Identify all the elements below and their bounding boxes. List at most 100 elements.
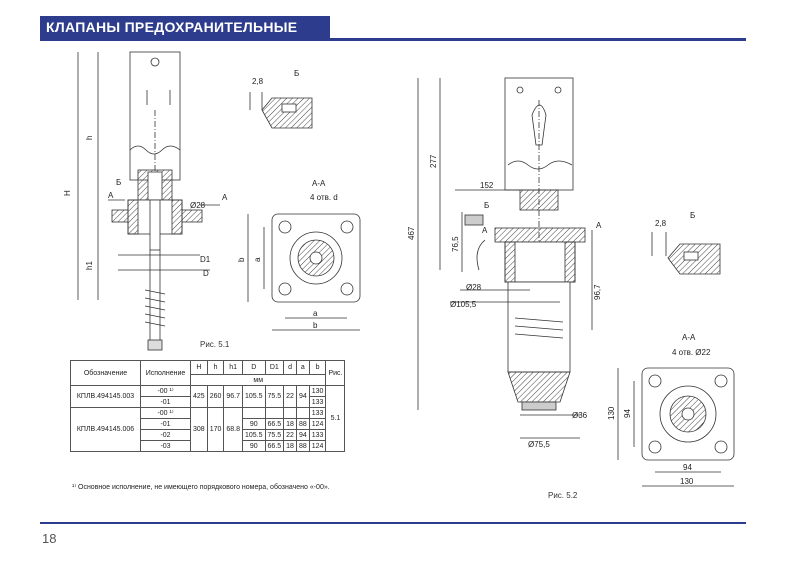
table-row: КПЛВ.494145.003 -00 ¹⁾ 425 260 96.7 105.…: [70, 385, 346, 452]
section-height-94: 94: [623, 409, 632, 418]
detail-B-callout: Б: [116, 178, 121, 187]
b-cell: 124: [308, 440, 327, 452]
page-number: 18: [42, 531, 57, 546]
section-a-vertical: a: [253, 257, 262, 262]
figure-5-1-section-aa: [247, 213, 361, 331]
D-cell: 90: [242, 440, 266, 452]
header-rule: [40, 38, 746, 41]
version-cell: -02: [140, 429, 191, 441]
col-h: h: [206, 360, 225, 375]
fig-5-1-caption: Рис. 5.1: [200, 340, 230, 349]
section-a-horizontal: a: [313, 309, 318, 318]
dim-76-5-label: 76,5: [451, 236, 460, 252]
units-cell: мм: [189, 374, 327, 386]
table-footnote: ¹⁾ Основное исполнение, не имеющего поря…: [72, 484, 330, 491]
detail-b-dim-2: 2,8: [655, 219, 667, 228]
D1-cell: [264, 407, 285, 419]
D-cell: 105.5: [242, 385, 266, 408]
designation-cell: КПЛВ.494145.003: [70, 385, 141, 408]
version-cell: -00 ¹⁾: [140, 385, 191, 397]
b-cell: 133: [308, 429, 327, 441]
dim-d28-label-2: Ø28: [466, 283, 482, 292]
d-cell: 22: [283, 429, 297, 441]
section-holes-label-2: 4 отв. Ø22: [672, 348, 711, 357]
H-cell: 308: [190, 407, 208, 452]
section-A-left: А: [108, 191, 114, 200]
detail-b-title-2: Б: [690, 211, 695, 220]
detail-b-dim: 2,8: [252, 77, 264, 86]
section-b-horizontal: b: [313, 321, 318, 330]
col-designation: Обозначение: [70, 360, 141, 386]
figure-5-1-detail-b: [249, 92, 313, 129]
col-version: Исполнение: [140, 360, 191, 386]
a-cell: 88: [295, 418, 310, 430]
table-header-row: Обозначение Исполнение H h h1 D D1 d a b…: [70, 360, 346, 386]
col-a: a: [295, 360, 310, 375]
h-cell: 260: [206, 385, 225, 408]
section-holes-label: 4 отв. d: [310, 193, 338, 202]
h-cell: 170: [206, 407, 225, 452]
b-cell: 130: [308, 385, 327, 397]
page-title: КЛАПАНЫ ПРЕДОХРАНИТЕЛЬНЫЕ: [46, 19, 298, 35]
D1-cell: 66.5: [264, 440, 285, 452]
dim-d105-5-label: Ø105,5: [450, 300, 477, 309]
col-H: H: [190, 360, 208, 375]
a-cell: 94: [295, 385, 310, 408]
fig-5-2-caption: Рис. 5.2: [548, 491, 578, 500]
D1-cell: 66.5: [264, 418, 285, 430]
detail-b-title: Б: [294, 69, 299, 78]
dim-d28-label: Ø28: [190, 201, 206, 210]
b-cell: 124: [308, 418, 327, 430]
dim-h-label: h: [85, 136, 94, 140]
figure-5-2-valve: [417, 77, 593, 439]
h1-cell: 68.8: [223, 407, 243, 452]
figure-5-2-detail-b: [651, 232, 721, 275]
table-row: КПЛВ.494145.006 -00 ¹⁾ 308 170 68.8 133: [70, 407, 345, 452]
section-A-right-2: А: [596, 221, 602, 230]
table-row: -01 133: [71, 396, 345, 408]
col-D: D: [242, 360, 266, 375]
dim-152-label: 152: [480, 181, 494, 190]
a-cell: 94: [295, 429, 310, 441]
col-fig: Рис.: [325, 360, 346, 386]
section-width-94: 94: [683, 463, 692, 472]
version-cell: -00 ¹⁾: [140, 407, 191, 419]
section-height-130: 130: [607, 406, 616, 420]
col-d: d: [283, 360, 297, 375]
header-band: [40, 16, 330, 40]
figure-5-2-section-aa: [617, 367, 735, 487]
d-cell: 22: [283, 385, 297, 408]
version-cell: -03: [140, 440, 191, 452]
dim-D1-label: D1: [200, 255, 211, 264]
detail-B-callout-2: Б: [484, 201, 489, 210]
section-aa-title: А-А: [312, 179, 326, 188]
D-cell: 90: [242, 418, 266, 430]
d-cell: 18: [283, 418, 297, 430]
version-cell: -01: [140, 396, 191, 408]
D1-cell: 75.5: [264, 385, 285, 408]
section-width-130: 130: [680, 477, 694, 486]
b-cell: 133: [308, 396, 327, 408]
section-A-right: А: [222, 193, 228, 202]
col-b: b: [308, 360, 327, 375]
D-cell: 105.5: [242, 429, 266, 441]
designation-cell: КПЛВ.494145.006: [70, 407, 141, 452]
section-aa-title-2: А-А: [682, 333, 696, 342]
spec-table: Обозначение Исполнение H h h1 D D1 d a b…: [70, 360, 346, 452]
D-cell: [242, 407, 266, 419]
d-cell: [283, 407, 297, 419]
section-b-vertical: b: [237, 257, 246, 262]
dim-H-label: H: [63, 190, 72, 196]
dim-D-label: D: [203, 269, 209, 278]
dim-277-label: 277: [429, 154, 438, 168]
col-D1: D1: [264, 360, 285, 375]
b-cell: 133: [308, 407, 327, 419]
dim-d75-5-label: Ø75,5: [528, 440, 550, 449]
dim-d36-label: Ø36: [572, 411, 588, 420]
dim-467-label: 467: [407, 226, 416, 240]
D1-cell: 75.5: [264, 429, 285, 441]
h1-cell: 96.7: [223, 385, 243, 408]
H-cell: 425: [190, 385, 208, 408]
col-h1: h1: [223, 360, 243, 375]
